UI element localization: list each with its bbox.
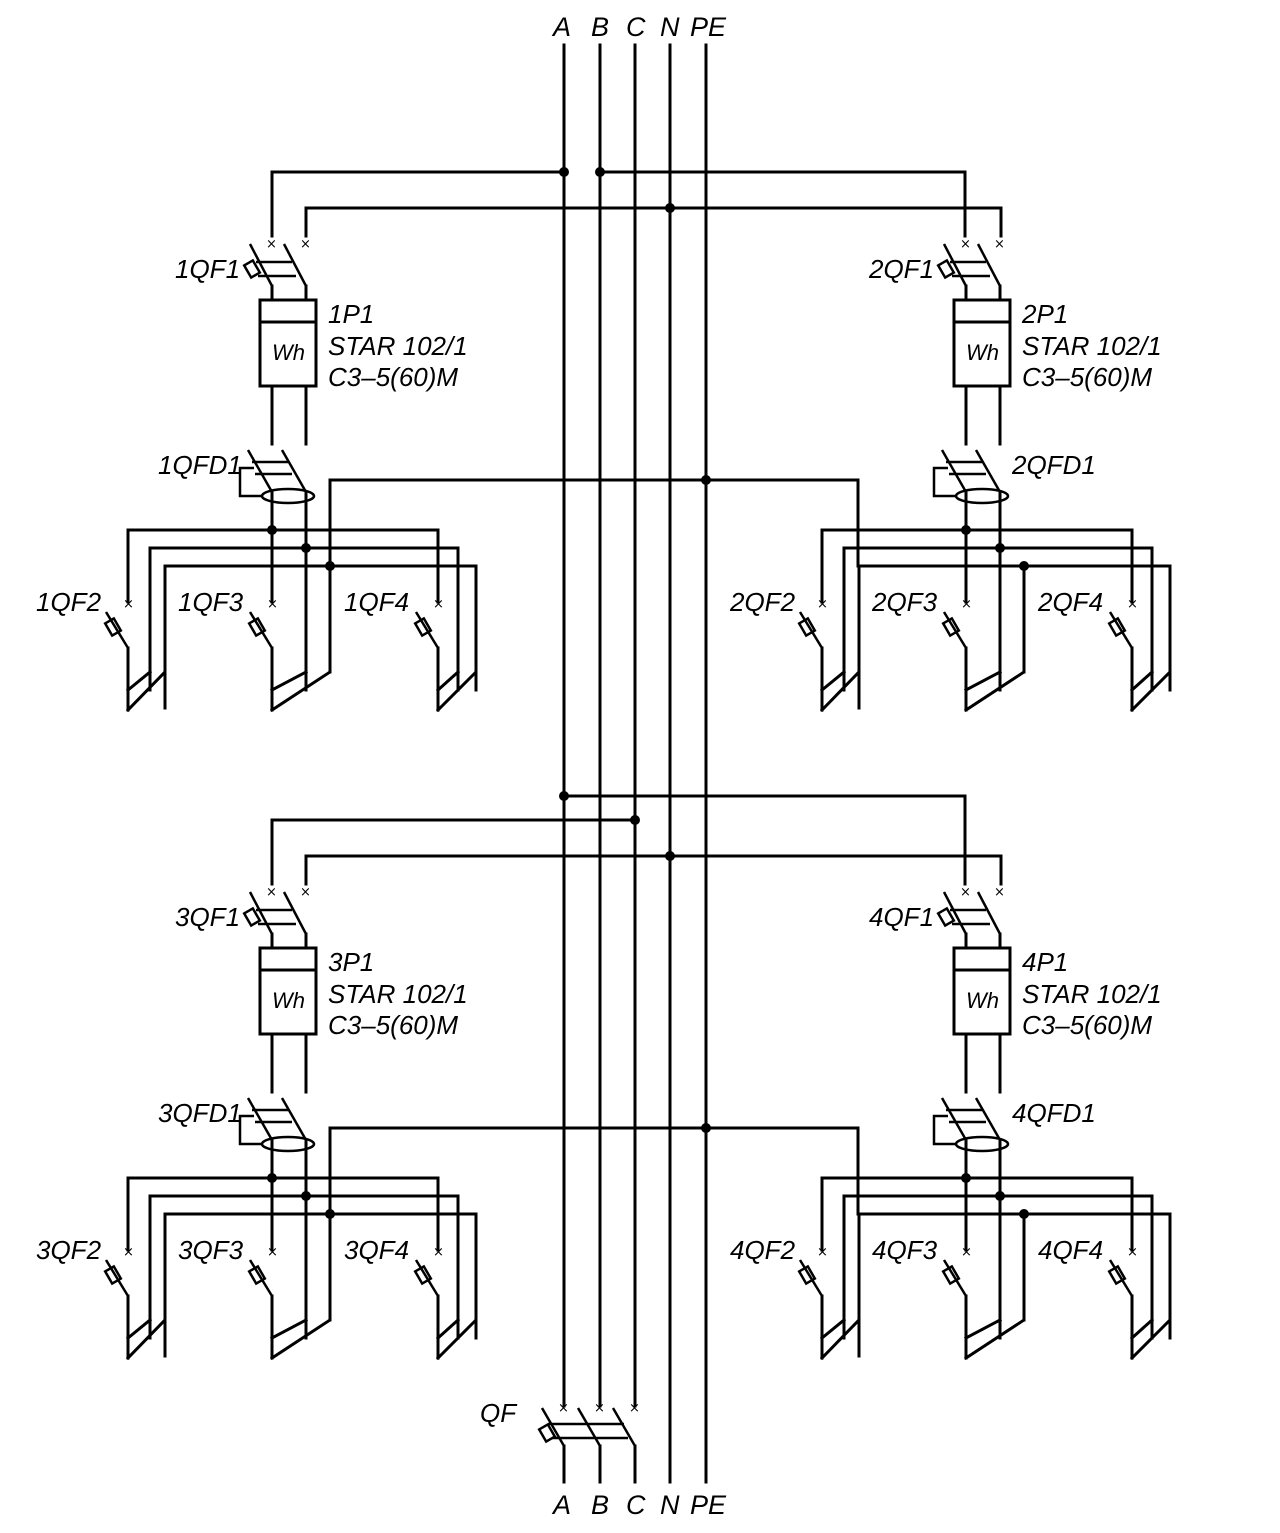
rcd-label: 2QFD1 — [1011, 450, 1096, 480]
meter-id: 4P1 — [1022, 947, 1068, 977]
input-breaker-x1: × — [266, 885, 277, 900]
meter-model: STAR 102/1 — [328, 979, 468, 1009]
meter-class: C3–5(60)M — [328, 362, 458, 392]
meter-symbol: Wh — [966, 340, 999, 365]
main-breaker-x-c: × — [629, 1401, 640, 1416]
bus-labels-top: A B C N PE — [551, 12, 727, 42]
bus-label-b-bottom: B — [591, 1490, 609, 1520]
main-breaker-label: QF — [480, 1398, 518, 1428]
energy-meter — [952, 946, 1012, 1036]
meter-model: STAR 102/1 — [1022, 331, 1162, 361]
bus-labels-bottom: A B C N PE — [551, 1490, 727, 1520]
rcd-label: 3QFD1 — [158, 1098, 242, 1128]
output-breaker-label: 3QF4 — [344, 1235, 409, 1265]
output-breaker-x: × — [123, 1245, 134, 1260]
meter-class: C3–5(60)M — [1022, 362, 1152, 392]
bus-label-c-bottom: C — [626, 1490, 646, 1520]
input-breaker-x2: × — [994, 237, 1005, 252]
input-breaker-label: 3QF1 — [175, 902, 240, 932]
meter-symbol: Wh — [272, 340, 305, 365]
energy-meter — [258, 298, 318, 388]
main-bus-bars — [562, 43, 708, 1484]
bus-label-n-top: N — [660, 12, 680, 42]
output-breaker-x: × — [961, 597, 972, 612]
output-breaker-label: 2QF3 — [871, 587, 938, 617]
feeder-taps — [270, 167, 1003, 1216]
meter-id: 3P1 — [328, 947, 374, 977]
meter-class: C3–5(60)M — [1022, 1010, 1152, 1040]
input-breaker-x1: × — [960, 885, 971, 900]
input-breaker-x1: × — [960, 237, 971, 252]
bus-label-pe-top: PE — [690, 12, 727, 42]
output-breaker-x: × — [961, 1245, 972, 1260]
main-breaker-x-b: × — [594, 1401, 605, 1416]
meter-class: C3–5(60)M — [328, 1010, 458, 1040]
main-breaker-qf: QF × × × — [480, 1398, 640, 1484]
rcd-toroid — [954, 1135, 1010, 1153]
output-breaker-label: 3QF3 — [178, 1235, 244, 1265]
bus-label-pe-bottom: PE — [690, 1490, 727, 1520]
output-breaker-label: 1QF4 — [344, 587, 409, 617]
output-breaker-x: × — [433, 597, 444, 612]
output-breaker-label: 2QF4 — [1037, 587, 1103, 617]
output-breaker-label: 4QF4 — [1038, 1235, 1103, 1265]
output-breaker-x: × — [267, 597, 278, 612]
meter-model: STAR 102/1 — [328, 331, 468, 361]
bus-label-a-bottom: A — [551, 1490, 571, 1520]
input-breaker-label: 1QF1 — [175, 254, 240, 284]
output-breaker-x: × — [817, 597, 828, 612]
output-breaker-x: × — [123, 597, 134, 612]
output-breaker-x: × — [1127, 1245, 1138, 1260]
main-breaker-x-a: × — [558, 1401, 569, 1416]
output-breaker-label: 2QF2 — [729, 587, 796, 617]
output-breaker-x: × — [1127, 597, 1138, 612]
input-breaker-x1: × — [266, 237, 277, 252]
output-breaker-x: × — [267, 1245, 278, 1260]
input-breaker-x2: × — [300, 885, 311, 900]
meter-symbol: Wh — [966, 988, 999, 1013]
output-breaker-label: 1QF2 — [36, 587, 102, 617]
rcd-toroid — [260, 487, 316, 505]
input-breaker-x2: × — [300, 237, 311, 252]
output-breaker-label: 4QF2 — [730, 1235, 796, 1265]
output-breaker-label: 3QF2 — [36, 1235, 102, 1265]
meter-id: 1P1 — [328, 299, 374, 329]
output-breaker-x: × — [817, 1245, 828, 1260]
energy-meter — [258, 946, 318, 1036]
rcd-toroid — [260, 1135, 316, 1153]
rcd-toroid — [954, 487, 1010, 505]
meter-id: 2P1 — [1021, 299, 1068, 329]
bus-label-b-top: B — [591, 12, 609, 42]
bus-label-n-bottom: N — [660, 1490, 680, 1520]
rcd-label: 1QFD1 — [158, 450, 242, 480]
input-breaker-label: 4QF1 — [869, 902, 934, 932]
output-breaker-label: 4QF3 — [872, 1235, 938, 1265]
input-breaker-x2: × — [994, 885, 1005, 900]
input-breaker-label: 2QF1 — [868, 254, 934, 284]
bus-label-a-top: A — [551, 12, 571, 42]
bus-label-c-top: C — [626, 12, 646, 42]
meter-symbol: Wh — [272, 988, 305, 1013]
rcd-label: 4QFD1 — [1012, 1098, 1096, 1128]
meter-model: STAR 102/1 — [1022, 979, 1162, 1009]
output-breaker-x: × — [433, 1245, 444, 1260]
output-breaker-label: 1QF3 — [178, 587, 244, 617]
energy-meter — [952, 298, 1012, 388]
